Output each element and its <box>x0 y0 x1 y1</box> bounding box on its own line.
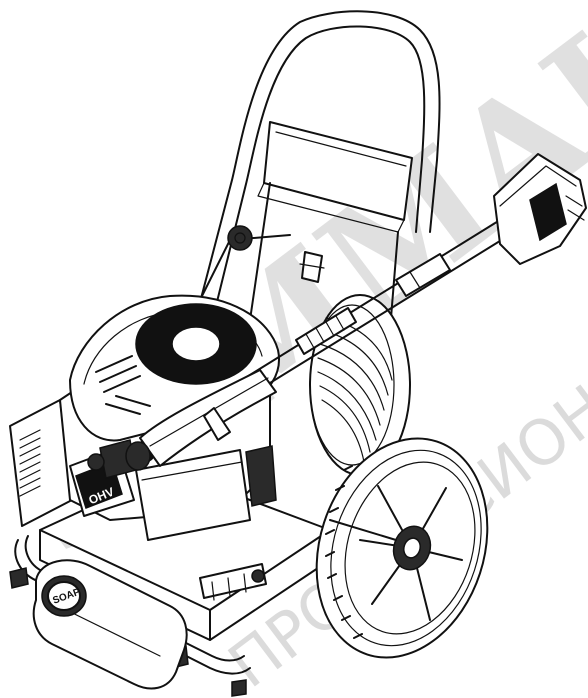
soap-tank: SOAP <box>32 559 188 690</box>
nozzle-tip-icon <box>529 182 567 242</box>
spray-wand <box>125 153 587 471</box>
engine: OHV <box>9 294 280 541</box>
gun-end-cap-icon <box>125 441 151 471</box>
muffler-vents <box>19 429 41 497</box>
wheel <box>315 437 489 659</box>
hose-reel <box>309 294 411 476</box>
wheel-tread <box>325 465 363 639</box>
handle-knob-icon <box>227 225 253 251</box>
front-foot-left-icon <box>9 567 29 589</box>
